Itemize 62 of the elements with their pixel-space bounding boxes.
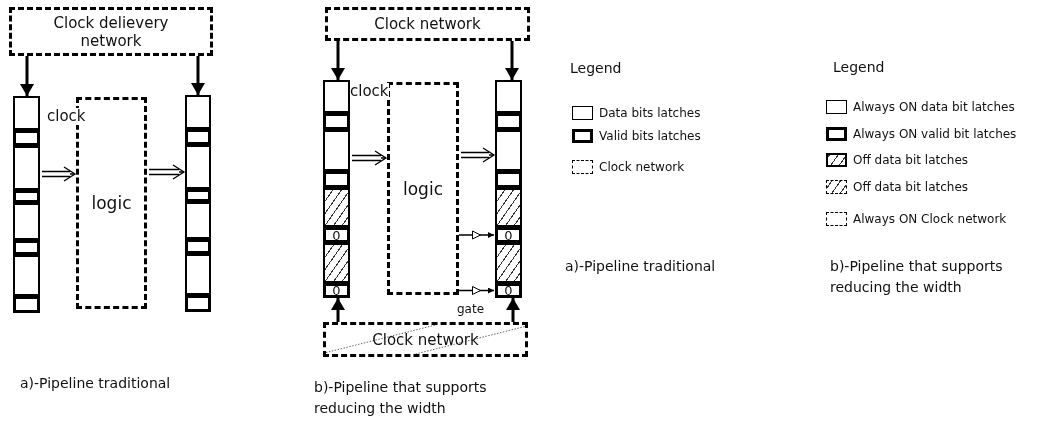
valid-latch [323, 113, 350, 130]
clock-arrow [191, 56, 205, 95]
gate-signal-arrow [458, 230, 495, 240]
latch-column [13, 96, 40, 313]
data-flow-arrow [148, 164, 185, 180]
clock-network-box [9, 7, 213, 56]
legend-text: Valid bits latches [599, 129, 701, 143]
clock-arrow [331, 298, 345, 322]
legend-text: Always ON Clock network [853, 212, 1007, 226]
legend-text: Always ON valid bit latches [853, 127, 1017, 141]
edge-label: clock [350, 83, 389, 100]
valid-latch [13, 296, 40, 313]
box-title: Clock delievery network [52, 13, 170, 50]
clock-network-box [325, 7, 530, 41]
bit-value: 0 [332, 228, 341, 242]
gate-signal-arrow [458, 286, 495, 295]
latch-column [495, 80, 522, 298]
clock-arrow [506, 298, 520, 322]
clock-arrow [505, 41, 519, 80]
legend-text: Off data bit latches [853, 153, 969, 167]
logic-block [387, 82, 459, 295]
valid-latch [185, 295, 211, 312]
clock-arrow [331, 41, 345, 80]
figure-caption: b)-Pipeline that supports reducing the width [314, 378, 488, 418]
valid-latch [13, 190, 40, 203]
data-flow-arrow [41, 166, 76, 182]
edge-label: gate [457, 302, 485, 316]
bit-value: 0 [504, 228, 513, 242]
clock-arrow [20, 56, 34, 96]
figure-caption: b)-Pipeline that supports reducing the width [830, 257, 1004, 297]
legend-heading: Legend [833, 58, 885, 77]
legend-text: Clock network [599, 160, 685, 174]
valid-latch [495, 227, 522, 243]
legend-text: Always ON data bit latches [853, 100, 1015, 114]
block-label: logic [403, 178, 443, 199]
valid-latch [13, 240, 40, 255]
legend-text: Off data bit latches [853, 180, 969, 194]
valid-latch [495, 171, 522, 188]
latch-column [185, 95, 211, 312]
valid-latch [13, 130, 40, 146]
valid-latch [185, 189, 211, 202]
legend-text: Data bits latches [599, 106, 701, 120]
edge-label: clock [47, 108, 86, 125]
latch-column [323, 80, 350, 298]
figure-caption: a)-Pipeline traditional [20, 374, 172, 393]
valid-latch [185, 129, 211, 145]
valid-latch [323, 227, 350, 243]
valid-latch [323, 171, 350, 188]
valid-latch [495, 283, 522, 298]
box-title: Clock network [374, 15, 481, 33]
valid-latch [495, 113, 522, 130]
figure-caption: a)-Pipeline traditional [565, 257, 717, 276]
box-title: Clock network [372, 330, 479, 349]
legend-heading: Legend [570, 59, 622, 78]
bit-value: 0 [504, 284, 513, 297]
data-flow-arrow [460, 147, 495, 163]
data-flow-arrow [351, 150, 387, 166]
valid-latch [323, 283, 350, 298]
bit-value: 0 [332, 284, 341, 297]
block-label: logic [91, 193, 132, 213]
valid-latch [185, 239, 211, 254]
clock-network-box [323, 322, 528, 357]
